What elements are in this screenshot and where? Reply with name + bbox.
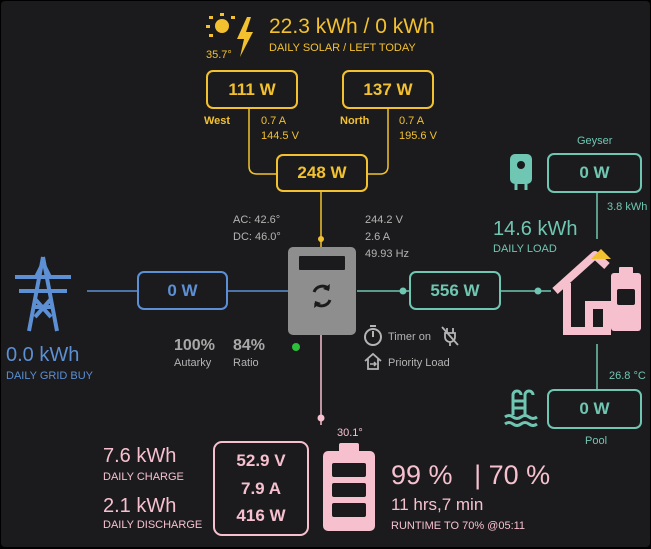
- timer-icon: [364, 325, 382, 346]
- battery-discharge-value: 2.1 kWh: [103, 495, 177, 517]
- geyser-energy: 3.8 kWh: [607, 201, 648, 213]
- battery-soc-target: 70 %: [488, 460, 551, 490]
- grid-power[interactable]: 0 W: [137, 271, 228, 310]
- battery-soc: 99 %: [391, 460, 453, 490]
- grid-energy-value: 0.0 kWh: [6, 344, 80, 366]
- inverter-frequency: 49.93 Hz: [365, 248, 410, 260]
- load-power[interactable]: 556 W: [409, 271, 501, 310]
- solar-energy-label: DAILY SOLAR / LEFT TODAY: [269, 42, 416, 54]
- battery-discharge-label: DAILY DISCHARGE: [103, 519, 203, 531]
- geyser-power[interactable]: 0 W: [547, 153, 642, 193]
- priority-label: Priority Load: [388, 357, 450, 369]
- priority-home-icon: [364, 352, 382, 370]
- solar-energy-value: 22.3 kWh / 0 kWh: [269, 15, 435, 38]
- pv-total-power[interactable]: 248 W: [276, 154, 368, 192]
- pv-west-power[interactable]: 111 W: [206, 70, 298, 109]
- sun-icon: [206, 13, 235, 37]
- autarky-label: Autarky: [174, 357, 212, 369]
- pv-north-name: North: [340, 115, 370, 127]
- pv-west-name: West: [204, 115, 231, 127]
- no-plug-icon: [441, 326, 459, 346]
- pv-north-current: 0.7 A: [399, 115, 425, 127]
- pv-north-voltage: 195.6 V: [399, 130, 437, 142]
- grid-energy-label: DAILY GRID BUY: [6, 370, 94, 382]
- battery-runtime-label: RUNTIME TO 70% @05:11: [391, 520, 526, 532]
- inverter-icon[interactable]: [287, 246, 357, 336]
- pool-temperature: 26.8 °C: [609, 370, 646, 382]
- inverter-voltage: 244.2 V: [365, 214, 403, 226]
- geyser-icon: [510, 154, 532, 190]
- battery-runtime: 11 hrs,7 min: [391, 495, 484, 514]
- ratio-value: 84%: [233, 337, 266, 354]
- battery-power: 416 W: [236, 506, 286, 526]
- battery-stats-box[interactable]: 52.9 V 7.9 A 416 W: [213, 441, 309, 536]
- battery-charge-value: 7.6 kWh: [103, 445, 177, 467]
- battery-temperature: 30.1°: [337, 427, 363, 439]
- pool-icon: [504, 389, 538, 427]
- sun-angle: 35.7°: [206, 49, 232, 61]
- house-icon: [552, 249, 641, 335]
- inverter-status-dot: [292, 343, 300, 351]
- transmission-tower-icon: [15, 256, 71, 332]
- inverter-current: 2.6 A: [365, 231, 391, 243]
- geyser-name: Geyser: [577, 135, 613, 147]
- load-energy-value: 14.6 kWh: [493, 218, 578, 240]
- battery-soc-row: 99 % | 70 %: [391, 460, 550, 491]
- pool-name: Pool: [585, 435, 608, 447]
- load-energy-label: DAILY LOAD: [493, 243, 557, 255]
- inverter-dc-temp: DC: 46.0°: [233, 231, 281, 243]
- battery-voltage: 52.9 V: [236, 450, 286, 470]
- battery-current: 7.9 A: [240, 478, 281, 498]
- timer-label: Timer on: [388, 331, 431, 343]
- lightning-icon: [237, 17, 253, 57]
- inverter-ac-temp: AC: 42.6°: [233, 214, 281, 226]
- battery-charge-label: DAILY CHARGE: [103, 471, 184, 483]
- pv-west-voltage: 144.5 V: [261, 130, 299, 142]
- pv-west-current: 0.7 A: [261, 115, 287, 127]
- battery-icon: [323, 443, 375, 531]
- pool-power[interactable]: 0 W: [547, 389, 642, 429]
- ratio-label: Ratio: [233, 357, 259, 369]
- autarky-value: 100%: [174, 337, 215, 354]
- pv-north-power[interactable]: 137 W: [342, 70, 434, 109]
- battery-separator: |: [474, 460, 482, 490]
